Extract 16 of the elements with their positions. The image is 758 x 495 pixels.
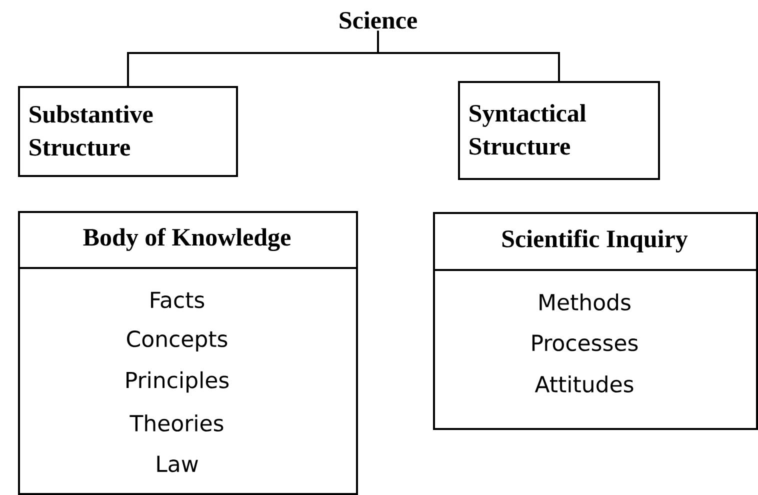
list-item: Processes <box>532 334 638 352</box>
connector-line <box>377 30 560 81</box>
box-heading: Body of Knowledge <box>83 228 291 252</box>
structure-box: Substantive Structure <box>18 86 238 177</box>
list-item: Theories <box>130 414 224 432</box>
box-heading: Scientific Inquiry <box>502 230 688 252</box>
list-item: Principles <box>126 371 229 393</box>
title-text: Science <box>340 11 417 29</box>
list-item: Law <box>157 456 198 472</box>
structure-box: Syntactical Structure <box>458 81 660 180</box>
list-box <box>18 211 358 495</box>
list-item: Concepts <box>127 330 228 352</box>
list-item: Methods <box>540 293 630 310</box>
list-box <box>433 212 758 430</box>
list-item: Facts <box>151 292 204 308</box>
list-item: Attitudes <box>534 375 634 392</box>
